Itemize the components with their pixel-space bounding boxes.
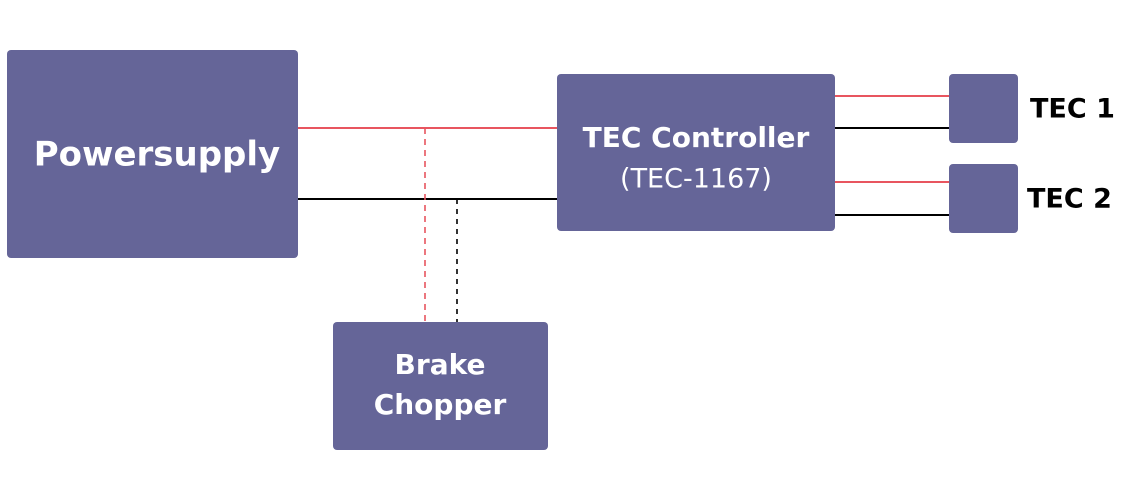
powersupply-box: [7, 50, 298, 258]
brake-chopper-box: [333, 322, 548, 450]
tec-controller-title: TEC Controller: [583, 121, 810, 154]
tec2-label: TEC 2: [1027, 184, 1112, 215]
brake-chopper-label-line1: Brake: [395, 348, 486, 381]
tec-controller-box: [557, 74, 835, 231]
tec2-box: [949, 164, 1018, 233]
tec1-box: [949, 74, 1018, 143]
powersupply-block: Powersupply: [7, 50, 298, 258]
tec-controller-model: (TEC-1167): [620, 164, 772, 195]
tec1-label: TEC 1: [1030, 94, 1115, 125]
tec2-element: TEC 2: [949, 164, 1112, 233]
tec-controller-block: TEC Controller (TEC-1167): [557, 74, 835, 231]
tec1-element: TEC 1: [949, 74, 1115, 143]
powersupply-title: Powersupply: [34, 135, 280, 175]
brake-chopper-label-line2: Chopper: [374, 388, 507, 421]
brake-chopper-block: Brake Chopper: [333, 322, 548, 450]
wires: [298, 95, 949, 322]
